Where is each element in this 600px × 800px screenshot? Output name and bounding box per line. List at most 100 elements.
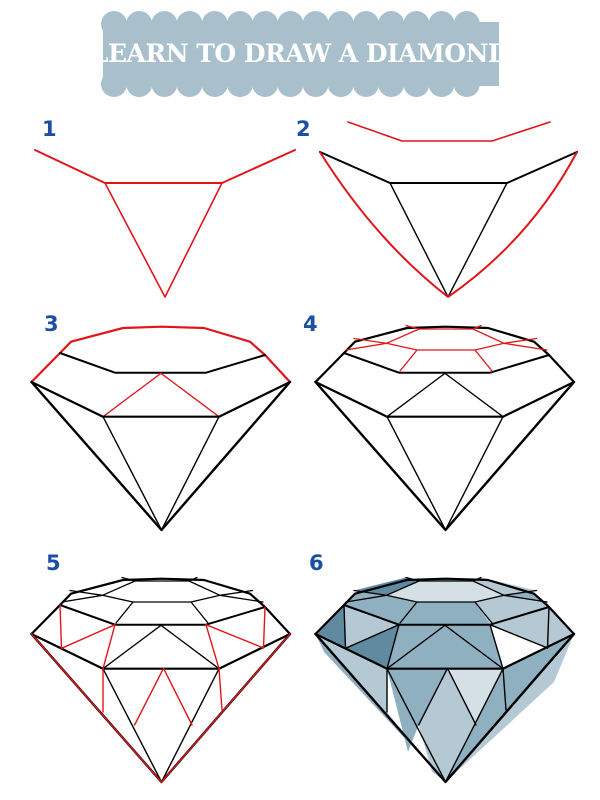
banner-scallop [327, 11, 354, 37]
pavilion-facet-line [262, 606, 266, 649]
step-4-drawing [314, 324, 576, 532]
crown-facet [490, 624, 548, 669]
crown-guide-line [34, 149, 296, 184]
crown-lower-line [59, 352, 266, 374]
crown-facet [344, 605, 399, 649]
banner-scallop [252, 71, 279, 97]
pavilion-facet-line [489, 624, 549, 649]
crown-facet-line [345, 342, 388, 351]
pavilion-facet-line [489, 624, 504, 670]
girdle-line [319, 151, 578, 184]
crown-facet-line [61, 594, 104, 603]
crown-lower-line [343, 352, 550, 374]
banner-scallop [151, 11, 178, 37]
step-1-drawing [34, 149, 296, 298]
pavilion-facet-line [60, 624, 116, 649]
banner-scallop [353, 11, 379, 37]
table-facet [101, 580, 221, 603]
table-facet [385, 328, 505, 351]
star-facet-lines [102, 624, 220, 670]
crown-facet-line [472, 576, 482, 582]
pavilion-facet-line [502, 668, 507, 711]
banner-scallop [201, 71, 228, 97]
girdle-line [30, 380, 292, 418]
step-number-1: 1 [42, 117, 57, 141]
table-fill [386, 581, 504, 602]
crown-facet [475, 595, 549, 625]
pavilion-facet-line [314, 633, 447, 783]
pavilion-outline [30, 380, 292, 532]
pavilion-facet [387, 668, 448, 752]
crown-facet [490, 607, 549, 648]
crown-facet-line [345, 594, 388, 603]
crown-facet-line [353, 589, 388, 596]
crown-facet-line [188, 576, 198, 582]
banner-scallop [302, 11, 329, 37]
crown-lower-line [343, 604, 550, 626]
pavilion-facet-line [30, 633, 163, 783]
pavilion-inner-lines [102, 668, 220, 783]
star-facet-lines [102, 372, 220, 418]
page-title: LEARN TO DRAW A DIAMOND [91, 39, 509, 68]
crown-facet-line [503, 342, 548, 351]
crown-facet-line [115, 601, 134, 624]
banner-scallop [428, 11, 455, 37]
step-5-drawing [30, 576, 292, 784]
banner-scallop [201, 11, 228, 37]
banner-scallop [151, 71, 178, 97]
crown-facet-line [190, 601, 209, 624]
pavilion-facet-line [444, 633, 575, 783]
banner-scallop [428, 71, 455, 97]
banner-scallop [327, 71, 354, 97]
crown-facet-line [121, 576, 136, 582]
crown-facet-line [405, 324, 420, 330]
girdle-line [30, 632, 292, 670]
pavilion-facet-line [133, 667, 193, 726]
banner-scallop [252, 11, 279, 37]
girdle-line [314, 632, 576, 670]
pavilion-right-curve [447, 151, 578, 298]
banner-scallop [378, 11, 405, 37]
pavilion-facet-line [386, 624, 400, 670]
pavilion-facet-line [205, 624, 220, 670]
crown-facet-line [503, 594, 548, 603]
pavilion-facet-line [417, 667, 477, 726]
pavilion-facet-line [205, 624, 265, 649]
banner-scallop [403, 71, 430, 97]
banner-scallop [126, 11, 153, 37]
crown-facet [344, 595, 417, 625]
pavilion-outline [314, 380, 576, 532]
star-facet-lines [386, 624, 504, 670]
crown-facet-line [503, 337, 538, 344]
table-guide-line [347, 121, 551, 142]
banner-scallop [453, 11, 480, 37]
crown-facet-line [399, 349, 418, 372]
crown-lower-line [59, 604, 266, 626]
step-number-6: 6 [309, 551, 324, 575]
crown-facet-line [353, 337, 388, 344]
crown-facet-line [405, 576, 420, 582]
pavilion-outline [30, 632, 292, 784]
girdle-line [314, 380, 576, 418]
pavilion-facet-line [218, 668, 223, 711]
step-number-4: 4 [303, 312, 318, 336]
crown-facet-line [219, 589, 254, 596]
banner-scallop [277, 11, 304, 37]
crown-facet [345, 624, 399, 669]
step-2-drawing [319, 121, 578, 298]
pavilion-triangle [104, 182, 223, 298]
pavilion-facet-line [343, 604, 347, 649]
banner-scallop [453, 71, 480, 97]
step-number-3: 3 [44, 312, 59, 336]
banner-scallop [227, 71, 253, 97]
banner-scallop [126, 71, 153, 97]
pavilion-facet-line [59, 604, 63, 649]
crown-facet [315, 605, 387, 669]
banner-scallop [101, 11, 127, 37]
crown-facet-line [472, 324, 482, 330]
crown-outline [30, 325, 292, 384]
crown-facet-line [219, 594, 264, 603]
pavilion-left-curve [319, 151, 449, 298]
pavilion-facet-line [160, 633, 291, 783]
